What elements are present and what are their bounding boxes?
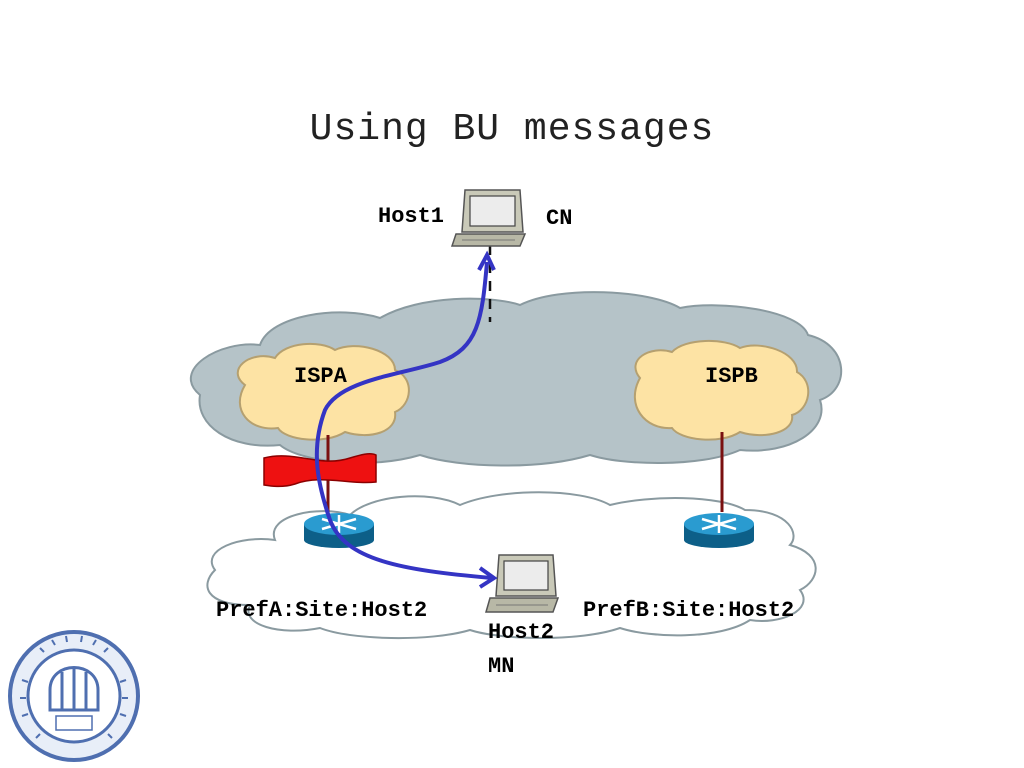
university-seal-logo xyxy=(8,630,140,762)
bu-path-arrow xyxy=(314,261,493,580)
host1-computer-icon xyxy=(450,189,527,247)
mn-label: MN xyxy=(488,654,515,679)
host1-label: Host1 xyxy=(378,204,445,229)
prefb-address-label: PrefB:Site:Host2 xyxy=(583,598,795,623)
router-b-icon xyxy=(684,513,754,548)
ispb-label: ISPB xyxy=(705,364,758,389)
arrowhead-to-host2 xyxy=(478,566,498,589)
ispb-cloud xyxy=(633,339,810,441)
host2-computer-icon xyxy=(485,554,560,613)
arrowhead-to-host1 xyxy=(477,250,496,271)
ispa-cloud xyxy=(236,342,410,441)
prefa-address-label: PrefA:Site:Host2 xyxy=(216,598,428,623)
bu-message-flag xyxy=(263,453,377,488)
router-a-icon xyxy=(304,513,374,548)
ispa-label: ISPA xyxy=(294,364,347,389)
cn-label: CN xyxy=(546,206,573,231)
host2-label: Host2 xyxy=(488,620,555,645)
slide-title: Using BU messages xyxy=(309,108,715,151)
